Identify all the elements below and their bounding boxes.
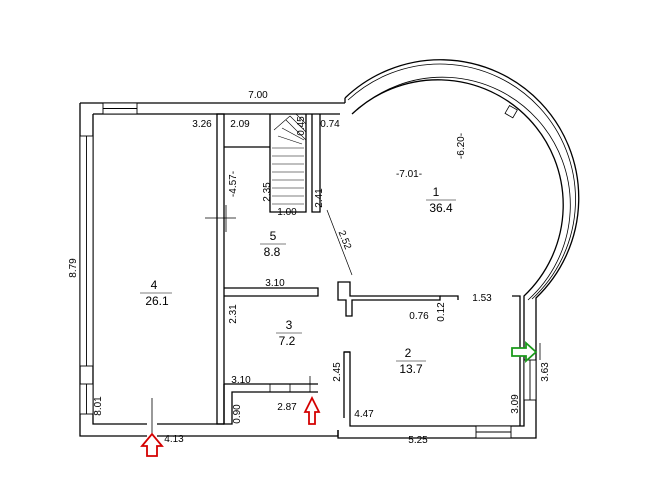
room-2-number: 2 — [405, 346, 412, 360]
dim-corridor-height: -4.57- — [228, 171, 239, 197]
dim-top-width: 7.00 — [248, 90, 268, 101]
outer-walls — [79, 59, 580, 439]
dim-stair-bottom: 1.00 — [277, 207, 297, 218]
dim-left-height: 8.79 — [68, 258, 79, 278]
dim-wall-1-53: 1.53 — [472, 293, 492, 304]
dim-room4-top: 3.26 — [192, 119, 212, 130]
dim-door-width: 2.87 — [277, 402, 297, 413]
entrance-arrow-left — [140, 432, 164, 457]
interior-walls — [216, 113, 521, 426]
dim-stair-height-b: 2.41 — [314, 188, 325, 208]
dim-stair-right: 0.74 — [320, 119, 340, 130]
room-5-area: 8.8 — [264, 245, 281, 259]
room-4-area: 26.1 — [145, 294, 169, 308]
dim-diagonal: 2.52 — [336, 229, 354, 252]
room-2-area: 13.7 — [399, 362, 423, 376]
door-marks — [151, 104, 541, 436]
room-labels: 1 36.4 2 13.7 3 7.2 4 26.1 5 8.8 — [140, 185, 456, 376]
dim-room3-left: 2.31 — [228, 304, 239, 324]
room-4-number: 4 — [151, 278, 158, 292]
dimension-labels: 7.00 8.79 3.26 2.09 0.45 0.74 -6.20- -7.… — [68, 90, 551, 446]
dim-room2-bottom: 4.47 — [354, 409, 374, 420]
dim-circle-radius: -6.20- — [456, 133, 467, 159]
dim-bottom-left: 4.13 — [164, 434, 184, 445]
room-1-number: 1 — [433, 185, 440, 199]
windows — [79, 102, 537, 439]
dim-entry-depth: 0.90 — [232, 404, 243, 424]
dim-stair-width: 2.09 — [230, 119, 250, 130]
staircase — [272, 113, 307, 205]
dim-partition-height: 2.45 — [332, 362, 343, 382]
room-3-area: 7.2 — [279, 334, 296, 348]
exit-arrow-right — [511, 340, 538, 364]
room-5-number: 5 — [270, 229, 277, 243]
dim-room1-width: -7.01- — [396, 169, 422, 180]
dim-wall-0-12: 0.12 — [436, 302, 447, 322]
dim-right-lower: 3.09 — [510, 394, 521, 414]
dim-room5-bottom: 3.10 — [265, 278, 285, 289]
room-1-area: 36.4 — [429, 201, 453, 215]
room-3-number: 3 — [286, 318, 293, 332]
dim-stair-step: 0.45 — [296, 116, 307, 136]
dim-room3-bottom: 3.10 — [231, 375, 251, 386]
dim-wall-0-76: 0.76 — [409, 311, 429, 322]
dim-bottom-right: 5.25 — [408, 435, 428, 446]
dim-room4-left-bottom: 8.01 — [93, 396, 104, 416]
entrance-arrow-center — [303, 395, 321, 425]
dim-right-side: 3.63 — [540, 362, 551, 382]
dim-stair-height-a: 2.35 — [262, 182, 273, 202]
